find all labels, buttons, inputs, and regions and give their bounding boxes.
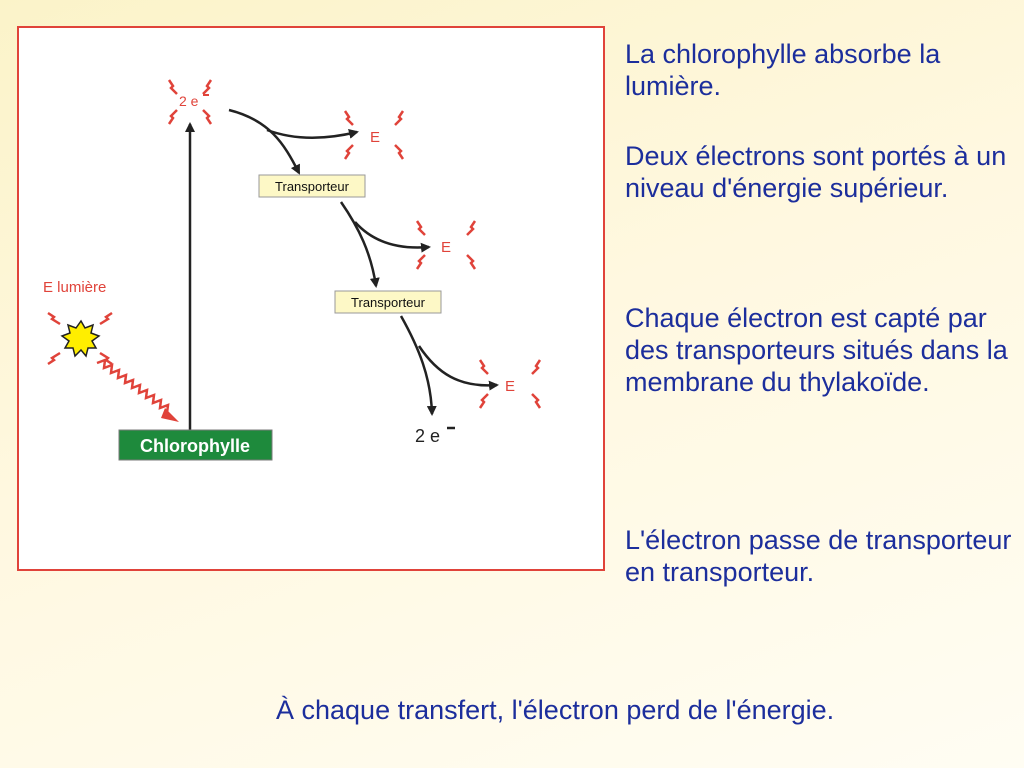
top-electron-label: 2 e bbox=[179, 93, 199, 109]
transporter-box-1 bbox=[258, 174, 366, 198]
arrow-to-transporter-2 bbox=[339, 201, 380, 288]
arrow-to-transporter-1 bbox=[228, 108, 301, 175]
light-wave-arrowhead bbox=[161, 408, 179, 422]
arrow-to-bottom-electrons bbox=[399, 315, 437, 416]
chlorophyll-label: Chlorophylle bbox=[140, 436, 250, 456]
light-wave bbox=[96, 358, 170, 414]
transporter-label-2: Transporteur bbox=[351, 295, 426, 310]
electron-transport-diagram: Transporteur Transporteur Chlorophylle 2… bbox=[43, 79, 542, 461]
light-energy-label: E lumière bbox=[43, 279, 106, 296]
energy-label-3: E bbox=[505, 378, 515, 395]
spark-burst-top bbox=[167, 79, 213, 125]
transporter-box-2 bbox=[334, 290, 442, 314]
text-electron-captured: Chaque électron est capté par des transp… bbox=[625, 303, 1008, 397]
bottom-electron-label: 2 e bbox=[415, 426, 440, 446]
arrow-to-energy-3 bbox=[417, 345, 499, 391]
diagram-panel: Transporteur Transporteur Chlorophylle 2… bbox=[17, 26, 605, 571]
spark-burst-e1 bbox=[343, 110, 405, 160]
arrow-to-energy-1 bbox=[266, 128, 359, 139]
arrow-to-energy-2 bbox=[354, 221, 431, 253]
footer-caption: À chaque transfert, l'électron perd de l… bbox=[276, 695, 835, 725]
spark-burst-light bbox=[47, 311, 113, 366]
text-chlorophyll-absorbs: La chlorophylle absorbe la lumière. bbox=[625, 39, 941, 101]
spark-burst-e3 bbox=[478, 359, 542, 409]
energy-label-2: E bbox=[441, 239, 451, 256]
transporter-label-1: Transporteur bbox=[275, 179, 350, 194]
text-electron-passes: L'électron passe de transporteur en tran… bbox=[625, 525, 1012, 587]
chlorophyll-box bbox=[118, 429, 273, 461]
sun-icon bbox=[60, 319, 101, 358]
energy-label-1: E bbox=[370, 129, 380, 146]
spark-burst-e2 bbox=[415, 220, 477, 270]
text-two-electrons: Deux électrons sont portés à un niveau d… bbox=[625, 141, 1007, 203]
